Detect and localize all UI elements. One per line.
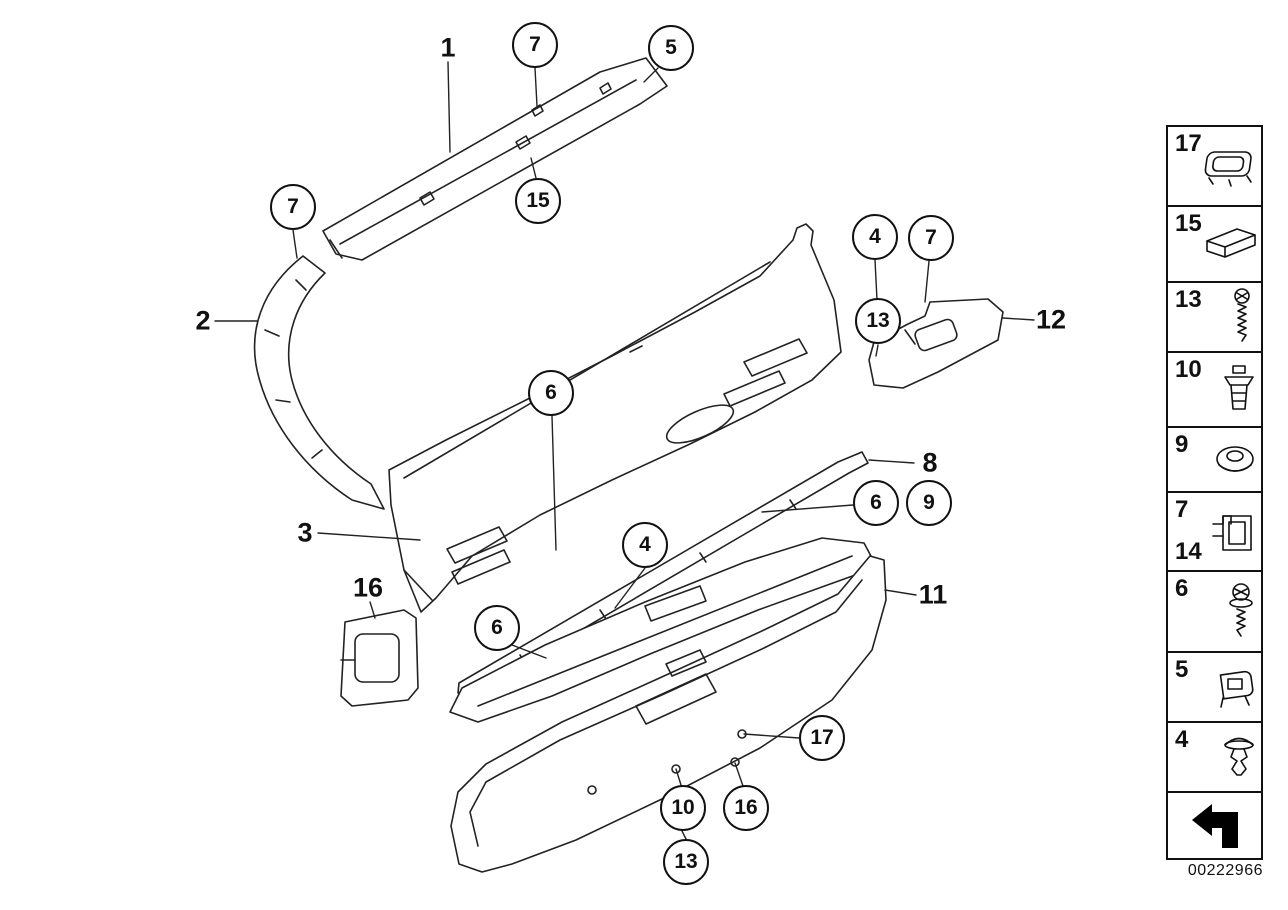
callout-number: 15 [526,189,550,212]
part-11-lower-panel [450,555,887,873]
cover-cap-icon [1204,151,1252,187]
callout-circle-10[interactable]: 10 [660,785,706,831]
legend-number: 13 [1175,286,1202,313]
part-number-text: 12 [1035,304,1067,335]
legend-number: 6 [1175,575,1189,602]
part-number-text: 1 [440,32,456,63]
legend-item-6[interactable]: 6 [1168,572,1261,653]
screw-washer-icon [1229,582,1253,637]
callout-circle-16[interactable]: 16 [723,785,769,831]
callout-circle-7[interactable]: 7 [512,22,558,68]
legend-number: 9 [1175,431,1189,458]
callout-circle-7[interactable]: 7 [908,215,954,261]
callout-circle-4[interactable]: 4 [852,214,898,260]
direction-arrow-icon [1191,803,1238,848]
callout-circle-17[interactable]: 17 [799,715,845,761]
diagram-number: 00222966 [1187,862,1263,879]
callout-number: 4 [639,533,651,556]
callout-number: 10 [671,796,695,819]
part-2-left-trim-strip [253,255,385,510]
legend-item-7-14[interactable]: 7 14 [1168,493,1261,572]
legend-item-9[interactable]: 9 [1168,428,1261,493]
part-number-text: 16 [352,572,384,603]
legend-item-4[interactable]: 4 [1168,723,1261,793]
part-1-upper-trim-panel [322,57,668,261]
callout-circle-15[interactable]: 15 [515,178,561,224]
part-number-label-16[interactable]: 16 [353,573,383,604]
screw-icon [1234,288,1250,342]
callout-circle-9[interactable]: 9 [906,480,952,526]
callout-number: 5 [665,36,677,59]
grommet-icon [1216,445,1254,472]
callout-number: 13 [674,850,698,873]
clamp-bracket-icon [1212,514,1252,551]
legend-number: 15 [1175,210,1202,237]
callout-circle-6[interactable]: 6 [474,605,520,651]
callout-circle-6[interactable]: 6 [853,480,899,526]
part-number-label-1[interactable]: 1 [440,33,455,64]
callout-number: 9 [923,491,935,514]
part-number-label-2[interactable]: 2 [195,306,210,337]
legend-item-17[interactable]: 17 [1168,127,1261,207]
callout-circle-7[interactable]: 7 [270,184,316,230]
part-number-text: 2 [195,305,211,336]
expansion-nut-icon [1224,364,1254,410]
part-number-label-8[interactable]: 8 [922,448,937,479]
push-rivet-icon [1224,737,1254,776]
part-number-text: 3 [297,517,313,548]
spacer-block-icon [1206,228,1256,258]
callout-number: 16 [734,796,758,819]
part-number-label-3[interactable]: 3 [297,518,312,549]
legend-number: 10 [1175,356,1202,383]
part-number-label-11[interactable]: 11 [919,580,948,611]
legend-number: 7 [1175,496,1189,523]
legend-item-10[interactable]: 10 [1168,353,1261,428]
callout-number: 6 [545,381,557,404]
legend-number-secondary: 14 [1175,538,1202,565]
legend-number: 5 [1175,656,1189,683]
callout-number: 7 [529,33,541,56]
legend-item-13[interactable]: 13 [1168,283,1261,353]
legend-number: 4 [1175,726,1189,753]
callout-number: 17 [810,726,834,749]
legend-item-15[interactable]: 15 [1168,207,1261,283]
legend-item-5[interactable]: 5 [1168,653,1261,723]
callout-circle-13[interactable]: 13 [855,298,901,344]
leader-lines [214,61,1035,840]
part-16-bracket [340,609,419,707]
callout-circle-6[interactable]: 6 [528,370,574,416]
legend-item-direction[interactable] [1168,793,1261,858]
callout-number: 7 [925,226,937,249]
callout-circle-5[interactable]: 5 [648,25,694,71]
part-12-handle-bracket [868,298,1004,389]
part-number-text: 8 [922,447,938,478]
callout-circle-4[interactable]: 4 [622,522,668,568]
callout-number: 7 [287,195,299,218]
callout-number: 13 [866,309,890,332]
clip-nut-icon [1219,670,1254,708]
part-number-text: 11 [918,579,948,610]
part-sill-cover [449,537,873,723]
legend-number: 17 [1175,130,1202,157]
part-number-label-12[interactable]: 12 [1036,305,1066,336]
callout-number: 4 [869,225,881,248]
hardware-legend: 17 15 13 [1166,125,1263,860]
callout-circle-13[interactable]: 13 [663,839,709,885]
callout-number: 6 [870,491,882,514]
callout-number: 6 [491,616,503,639]
